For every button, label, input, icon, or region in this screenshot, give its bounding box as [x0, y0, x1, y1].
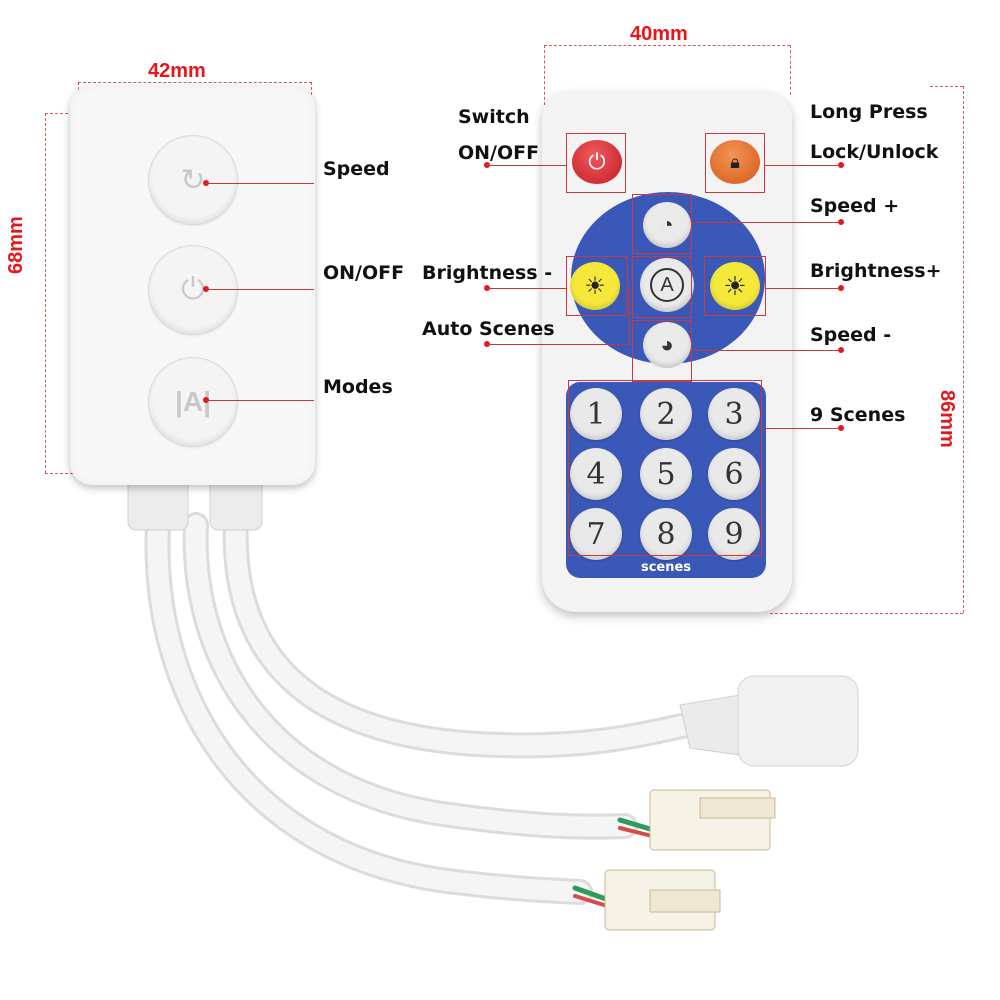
controller-height-dimension-line: [45, 113, 46, 473]
brightness-plus-callout-dot: [838, 285, 844, 291]
speed-plus-label: Speed +: [810, 195, 900, 217]
scene-button-3[interactable]: 3: [708, 388, 760, 440]
auto-scenes-callout-line: [487, 344, 629, 345]
switch-label: Switch: [458, 106, 530, 128]
controller-modes-button[interactable]: |A|: [148, 357, 238, 447]
speed-minus-label: Speed -: [810, 324, 892, 346]
remote-width-label: 40mm: [630, 23, 688, 45]
scenes-caption: scenes: [640, 560, 692, 575]
controller-modes-label: Modes: [323, 376, 393, 398]
nine-scenes-callout-line: [762, 428, 840, 429]
brightness-plus-label: Brightness+: [810, 260, 942, 282]
auto-glyph: A: [660, 273, 674, 296]
brightness-minus-callout-line: [487, 288, 567, 289]
power-icon: ⏻: [181, 273, 205, 306]
speed-plus-callout-line: [692, 222, 840, 223]
speed-minus-highlight-box: [632, 320, 692, 382]
controller-width-dimension-line: [78, 82, 312, 83]
nine-scenes-callout-dot: [838, 425, 844, 431]
lock-unlock-label: Lock/Unlock: [810, 141, 939, 163]
scene-button-7[interactable]: 7: [570, 508, 622, 560]
remote-height-tick-top: [930, 86, 963, 87]
controller-on-off-label: ON/OFF: [323, 262, 405, 284]
scenes-highlight-box: [568, 380, 762, 556]
nine-scenes-label: 9 Scenes: [810, 404, 906, 426]
brightness-minus-label: Brightness -: [422, 262, 553, 284]
auto-highlight-box: [632, 256, 692, 318]
auto-scenes-callout-riser: [629, 286, 630, 344]
remote-width-tick-left: [544, 45, 545, 105]
speed-callout-line: [206, 183, 314, 184]
remote-lock-button[interactable]: 🔒︎: [710, 140, 760, 184]
speed-icon: ↻: [180, 163, 206, 197]
lock-callout-dot: [838, 162, 844, 168]
remote-auto-button[interactable]: A: [640, 258, 694, 312]
remote-brightness-plus-button[interactable]: ☀: [710, 262, 760, 310]
power-icon: ⏻: [588, 149, 606, 174]
brightness-minus-highlight-box: [566, 256, 628, 316]
scene-button-2[interactable]: 2: [640, 388, 692, 440]
controller-on-off-button[interactable]: ⏻: [148, 245, 238, 335]
speed-plus-highlight-box: [632, 194, 692, 254]
switch-on-off-label: ON/OFF: [458, 142, 540, 164]
lock-callout-line: [765, 165, 840, 166]
sun-icon: ☀: [723, 270, 747, 301]
brightness-plus-callout-line: [766, 288, 840, 289]
scene-button-4[interactable]: 4: [570, 448, 622, 500]
power-highlight-box: [566, 133, 626, 193]
controller-height-tick-bottom: [45, 473, 73, 474]
long-press-label: Long Press: [810, 101, 928, 123]
brightness-plus-highlight-box: [704, 256, 766, 316]
remote-height-tick-bottom: [770, 613, 963, 614]
sun-icon: ☀: [584, 272, 606, 300]
scene-button-1[interactable]: 1: [570, 388, 622, 440]
speed-gauge-icon: ◔: [660, 212, 674, 237]
controller-height-tick-top: [45, 113, 73, 114]
auto-scenes-label: Auto Scenes: [422, 318, 555, 340]
lock-highlight-box: [705, 133, 765, 193]
remote-power-button[interactable]: ⏻: [572, 140, 622, 184]
scene-button-6[interactable]: 6: [708, 448, 760, 500]
scene-button-9[interactable]: 9: [708, 508, 760, 560]
auto-icon: A: [650, 268, 684, 302]
remote-brightness-minus-button[interactable]: ☀: [570, 262, 620, 310]
remote-speed-plus-button[interactable]: ◔: [643, 202, 691, 248]
scene-button-8[interactable]: 8: [640, 508, 692, 560]
modes-callout-line: [206, 400, 314, 401]
controller-speed-label: Speed: [323, 158, 390, 180]
speed-plus-callout-dot: [838, 219, 844, 225]
speed-gauge-icon: ◕: [660, 332, 674, 357]
remote-height-label: 86mm: [936, 390, 958, 448]
remote-width-dimension-line: [544, 45, 790, 46]
remote-width-tick-right: [790, 45, 791, 95]
remote-height-dimension-line: [963, 86, 964, 613]
scene-button-5[interactable]: 5: [640, 448, 692, 500]
speed-minus-callout-dot: [838, 347, 844, 353]
remote-scene-pad: 1 2 3 4 5 6 7 8 9 scenes: [566, 382, 766, 578]
remote-speed-minus-button[interactable]: ◕: [643, 322, 691, 368]
remote-body: ⏻ 🔒︎ ◔ ☀ A ☀ ◕ 1 2 3 4 5 6 7 8 9 scenes: [542, 92, 792, 612]
controller-body: ↻ ⏻ |A|: [70, 85, 315, 485]
switch-callout-line: [487, 165, 567, 166]
lock-icon: 🔒︎: [730, 151, 740, 172]
controller-speed-button[interactable]: ↻: [148, 135, 238, 225]
speed-minus-callout-line: [692, 350, 840, 351]
controller-width-label: 42mm: [148, 60, 206, 82]
on-off-callout-line: [206, 289, 314, 290]
